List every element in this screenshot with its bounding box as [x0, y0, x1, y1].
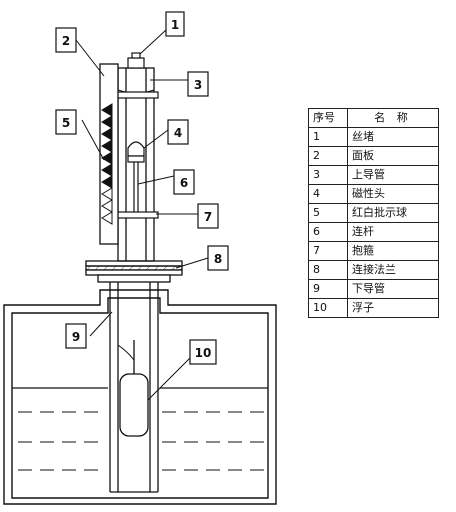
svg-text:6: 6: [180, 176, 188, 190]
legend-row: 5 红白批示球: [308, 203, 439, 223]
callout-6: 6: [173, 169, 195, 195]
legend-number: 5: [308, 203, 348, 223]
leader-lines: [75, 29, 209, 401]
legend-number: 4: [308, 184, 348, 204]
callout-9: 9: [65, 323, 87, 349]
legend-row: 4 磁性头: [308, 184, 439, 204]
svg-text:2: 2: [62, 34, 70, 48]
legend-part-name: 连接法兰: [347, 260, 439, 280]
svg-text:1: 1: [171, 18, 179, 32]
tank: [3, 289, 277, 505]
legend-number: 7: [308, 241, 348, 261]
legend-number: 9: [308, 279, 348, 299]
legend-row: 2 面板: [308, 146, 439, 166]
connecting-flange: [85, 260, 183, 283]
svg-text:7: 7: [204, 210, 212, 224]
legend-part-name: 丝堵: [347, 127, 439, 147]
callout-5: 5: [55, 109, 77, 135]
legend-row: 3 上导管: [308, 165, 439, 185]
legend-number: 2: [308, 146, 348, 166]
legend-part-name: 下导管: [347, 279, 439, 299]
svg-text:8: 8: [214, 252, 222, 266]
callout-1: 1: [165, 11, 185, 37]
legend-number: 1: [308, 127, 348, 147]
legend-row: 9 下导管: [308, 279, 439, 299]
legend-part-name: 红白批示球: [347, 203, 439, 223]
legend-header-number: 序号: [308, 108, 348, 128]
callout-7: 7: [197, 203, 219, 229]
callout-4: 4: [167, 119, 189, 145]
callout-8: 8: [207, 245, 229, 271]
callout-2: 2: [55, 27, 77, 53]
svg-text:5: 5: [62, 116, 70, 130]
svg-text:4: 4: [174, 126, 182, 140]
legend-part-name: 抱箍: [347, 241, 439, 261]
legend-header-name: 名 称: [347, 108, 439, 128]
legend-number: 10: [308, 298, 348, 318]
legend-row: 7 抱箍: [308, 241, 439, 261]
legend-row: 6 连杆: [308, 222, 439, 242]
svg-text:3: 3: [194, 78, 202, 92]
indicator-balls: [101, 103, 113, 225]
connecting-rod: [133, 162, 139, 212]
legend-header-row: 序号 名 称: [308, 108, 439, 128]
legend-part-name: 上导管: [347, 165, 439, 185]
callout-10: 10: [189, 339, 217, 365]
legend-row: 1 丝堵: [308, 127, 439, 147]
callout-3: 3: [187, 71, 209, 97]
legend-part-name: 磁性头: [347, 184, 439, 204]
legend-row: 10 浮子: [308, 298, 439, 318]
legend-number: 8: [308, 260, 348, 280]
parts-legend-table: 序号 名 称 1 丝堵 2 面板 3 上导管 4 磁性头 5 红白批示球 6 连…: [308, 108, 439, 318]
legend-part-name: 浮子: [347, 298, 439, 318]
plug: [127, 52, 145, 69]
magnetic-head: [127, 141, 145, 163]
liquid-lines: [12, 387, 268, 471]
legend-number: 6: [308, 222, 348, 242]
svg-text:10: 10: [195, 346, 212, 360]
legend-part-name: 面板: [347, 146, 439, 166]
svg-text:9: 9: [72, 330, 80, 344]
lower-guide-pipe: [109, 282, 159, 493]
legend-part-name: 连杆: [347, 222, 439, 242]
legend-number: 3: [308, 165, 348, 185]
legend-row: 8 连接法兰: [308, 260, 439, 280]
float: [119, 340, 149, 437]
